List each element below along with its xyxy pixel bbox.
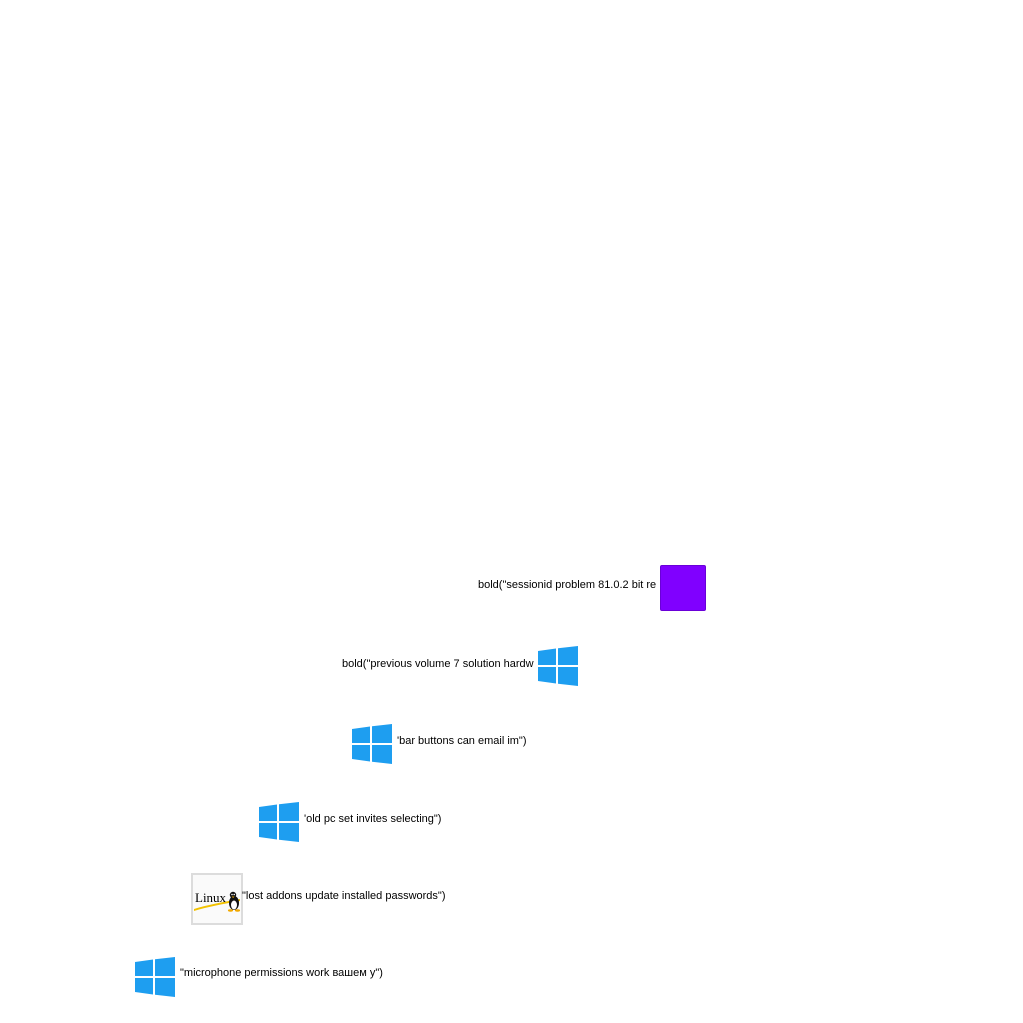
linux-logo-text: Linux <box>195 890 227 905</box>
list-item[interactable]: bold("previous volume 7 solution hardw <box>336 642 586 690</box>
windows-icon <box>538 646 578 686</box>
list-item[interactable]: "microphone permissions work вашем у") <box>135 953 395 1001</box>
item-label: 'bar buttons can email im") <box>397 735 527 747</box>
list-item[interactable]: bold("sessionid problem 81.0.2 bit re <box>470 564 710 612</box>
item-label: "microphone permissions work вашем у") <box>180 967 383 979</box>
purple-square-icon <box>660 565 706 611</box>
list-item[interactable]: 'bar buttons can email im") <box>352 720 552 768</box>
item-label: "lost addons update installed passwords"… <box>242 890 446 902</box>
list-item[interactable]: 'old pc set invites selecting") <box>259 798 479 846</box>
windows-icon <box>259 802 299 842</box>
item-label: bold("previous volume 7 solution hardw <box>342 658 534 670</box>
windows-icon <box>135 957 175 997</box>
list-item[interactable]: Linux "lost addons update installed pass… <box>191 873 461 925</box>
item-label: 'old pc set invites selecting") <box>304 813 442 825</box>
linux-icon: Linux <box>191 873 243 925</box>
item-label: bold("sessionid problem 81.0.2 bit re <box>478 579 656 591</box>
windows-icon <box>352 724 392 764</box>
